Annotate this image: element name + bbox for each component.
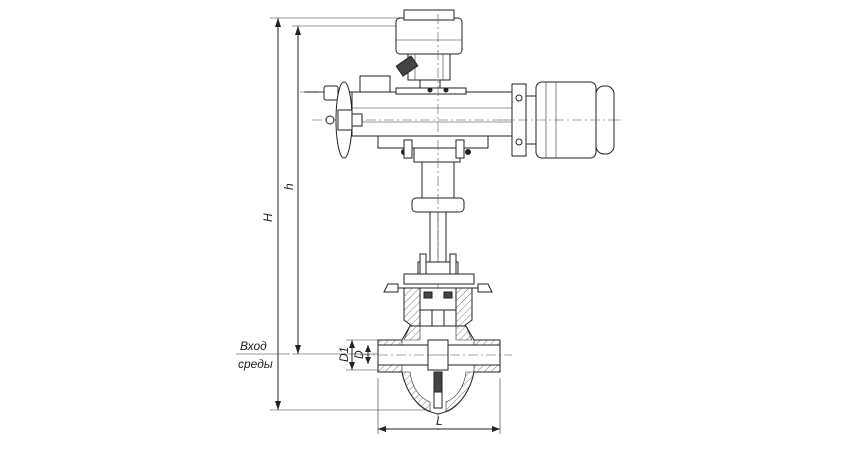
inlet-label-line2: среды: [238, 357, 273, 371]
dimension-h-label: h: [282, 183, 296, 190]
electric-motor: [500, 81, 622, 159]
dimension-D1-label: D1: [337, 347, 351, 362]
dimension-H-label: H: [261, 213, 275, 222]
dimension-H: H: [261, 17, 440, 411]
actuator-top-unit: [395, 9, 463, 91]
dimension-D-label: D: [352, 350, 366, 359]
dimension-L: L: [377, 378, 501, 434]
stem-column: [411, 14, 465, 430]
dimension-L-label: L: [436, 414, 443, 428]
inlet-label: Вход среды: [236, 339, 290, 371]
dimension-D: D: [352, 345, 371, 364]
inlet-label-line1: Вход: [240, 339, 267, 353]
valve-body: [360, 325, 512, 415]
bonnet: [383, 253, 493, 341]
handwheel: [300, 81, 363, 159]
dimension-h: h: [282, 25, 430, 355]
